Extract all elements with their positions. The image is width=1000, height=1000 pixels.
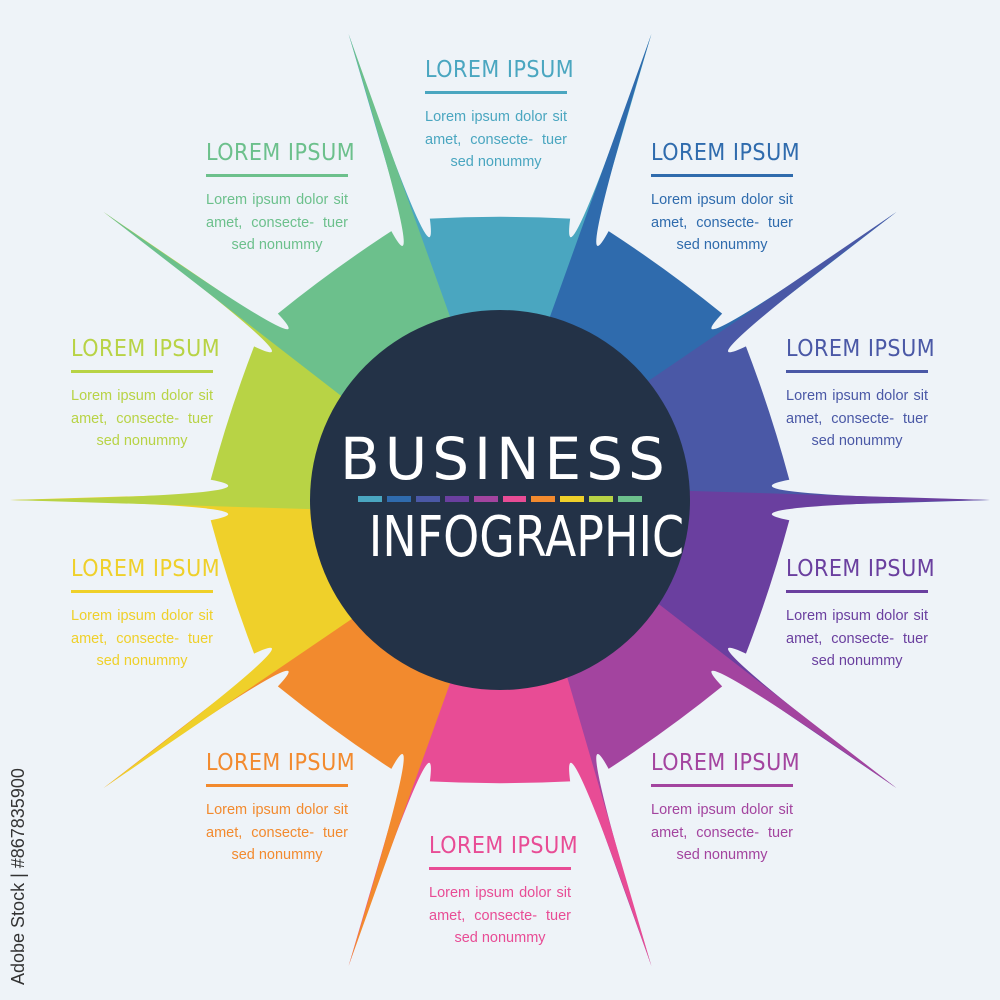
petal-10 bbox=[103, 33, 454, 402]
segment-block-2: LOREM IPSUM Lorem ipsum dolor sit amet, … bbox=[651, 140, 800, 257]
segment-body: Lorem ipsum dolor sit amet, consecte- tu… bbox=[429, 885, 571, 946]
color-dash bbox=[560, 496, 585, 502]
segment-body: Lorem ipsum dolor sit amet, consecte- tu… bbox=[651, 192, 793, 253]
segment-body: Lorem ipsum dolor sit amet, consecte- tu… bbox=[206, 802, 348, 863]
segment-block-4: LOREM IPSUM Lorem ipsum dolor sit amet, … bbox=[786, 556, 935, 673]
segment-body: Lorem ipsum dolor sit amet, consecte- tu… bbox=[71, 608, 213, 669]
petal-9 bbox=[10, 211, 361, 510]
center-circle bbox=[310, 310, 690, 690]
segment-title: LOREM IPSUM bbox=[786, 336, 935, 373]
color-dash-row bbox=[358, 496, 643, 502]
segment-title: LOREM IPSUM bbox=[206, 140, 355, 177]
segment-title: LOREM IPSUM bbox=[71, 336, 220, 373]
segment-block-5: LOREM IPSUM Lorem ipsum dolor sit amet, … bbox=[651, 750, 800, 867]
segment-block-9: LOREM IPSUM Lorem ipsum dolor sit amet, … bbox=[71, 336, 220, 453]
segment-body: Lorem ipsum dolor sit amet, consecte- tu… bbox=[206, 192, 348, 253]
segment-title: LOREM IPSUM bbox=[71, 556, 220, 593]
center-title-line1: BUSINESS bbox=[340, 425, 670, 493]
petal-3 bbox=[639, 211, 990, 510]
petal-5 bbox=[546, 598, 897, 967]
segment-title: LOREM IPSUM bbox=[651, 750, 800, 787]
segment-title: LOREM IPSUM bbox=[786, 556, 935, 593]
stock-credit: Adobe Stock | #867835900 bbox=[8, 768, 28, 985]
segment-body: Lorem ipsum dolor sit amet, consecte- tu… bbox=[651, 802, 793, 863]
color-dash bbox=[358, 496, 382, 502]
color-dash bbox=[473, 496, 498, 502]
segment-body: Lorem ipsum dolor sit amet, consecte- tu… bbox=[786, 388, 928, 449]
segment-body: Lorem ipsum dolor sit amet, consecte- tu… bbox=[425, 109, 567, 170]
color-dash bbox=[531, 496, 556, 502]
segment-title: LOREM IPSUM bbox=[429, 833, 578, 870]
petal-2 bbox=[546, 33, 897, 402]
color-dash bbox=[589, 496, 614, 502]
segment-title: LOREM IPSUM bbox=[425, 57, 574, 94]
segment-block-7: LOREM IPSUM Lorem ipsum dolor sit amet, … bbox=[206, 750, 355, 867]
segment-block-3: LOREM IPSUM Lorem ipsum dolor sit amet, … bbox=[786, 336, 935, 453]
center-title-line2: INFOGRAPHIC bbox=[368, 505, 685, 570]
segment-title: LOREM IPSUM bbox=[206, 750, 355, 787]
segment-block-6: LOREM IPSUM Lorem ipsum dolor sit amet, … bbox=[429, 833, 578, 950]
segment-block-1: LOREM IPSUM Lorem ipsum dolor sit amet, … bbox=[425, 57, 574, 174]
segment-title: LOREM IPSUM bbox=[651, 140, 800, 177]
color-dash bbox=[444, 496, 469, 502]
segment-block-10: LOREM IPSUM Lorem ipsum dolor sit amet, … bbox=[206, 140, 355, 257]
color-dash bbox=[386, 496, 411, 502]
segment-block-8: LOREM IPSUM Lorem ipsum dolor sit amet, … bbox=[71, 556, 220, 673]
segment-body: Lorem ipsum dolor sit amet, consecte- tu… bbox=[786, 608, 928, 669]
petal-7 bbox=[103, 598, 454, 967]
petal-8 bbox=[10, 490, 361, 789]
segment-body: Lorem ipsum dolor sit amet, consecte- tu… bbox=[71, 388, 213, 449]
color-dash bbox=[618, 496, 643, 502]
petal-group bbox=[10, 33, 990, 967]
color-dash bbox=[502, 496, 527, 502]
color-dash bbox=[415, 496, 440, 502]
petal-4 bbox=[639, 490, 990, 789]
